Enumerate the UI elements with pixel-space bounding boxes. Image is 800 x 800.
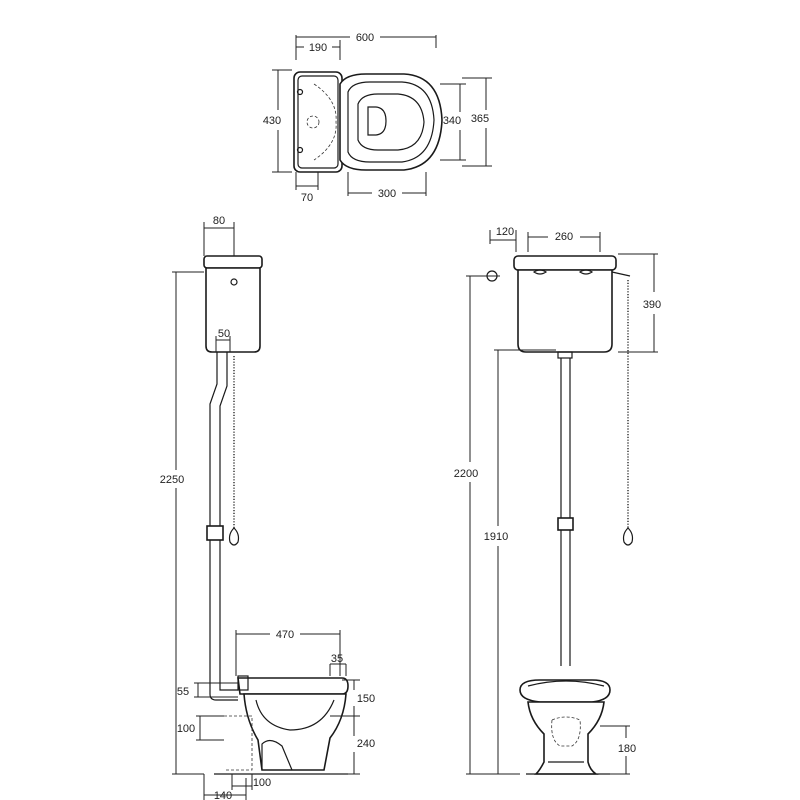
dim-label-600: 600 [356,32,374,44]
dim-label-100-vertical: 100 [177,723,195,735]
pull-handle [228,527,240,546]
dim-label-430: 430 [263,115,281,127]
dim-label-140: 140 [214,790,232,800]
dim-190: 190 [295,40,341,60]
dim-label-35: 35 [331,653,343,665]
dim-label-390: 390 [643,299,661,311]
tank-hole-top [296,88,304,96]
bowl-top-outline [339,73,443,171]
tank-hidden-line [313,83,337,161]
flush-pipe-outer [209,352,238,701]
top-view: 600 190 430 [263,32,492,204]
flush-valve-hidden [306,115,320,129]
front-view: 120 260 390 [454,226,661,775]
dim-label-470: 470 [276,629,294,641]
side-view: 80 50 2250 [160,215,375,800]
bowl-opening-outline [357,93,425,151]
dim-label-340: 340 [443,115,461,127]
dim-120: 120 [489,226,517,252]
pipe-top-fitting [557,351,573,359]
tank-front-detail-left [532,269,548,275]
tank-side-lid [203,255,263,269]
pan-side-body [243,693,347,771]
dim-label-70: 70 [301,192,313,204]
dim-180: 180 [600,725,636,775]
pan-front-hidden-trap [551,716,581,747]
front-pipe-coupling [557,517,574,531]
dim-label-300: 300 [378,188,396,200]
dim-260: 260 [527,231,601,252]
dim-80: 80 [203,215,235,256]
bowl-drain-shape [367,106,387,136]
pan-front-body [527,701,605,775]
tank-front-detail-right [578,269,594,275]
front-pull-handle [622,527,634,546]
pan-side-rim [237,677,349,695]
dim-70: 70 [295,172,319,204]
outlet-hidden-line [224,715,253,771]
dim-label-55: 55 [177,686,189,698]
dim-100-vertical: 100 [177,715,224,741]
tank-front-lid [513,255,617,271]
dim-label-260: 260 [555,231,573,243]
dim-1910: 1910 [484,349,556,774]
pan-front-rim [519,679,611,703]
dim-100-bottom: 100 [231,774,271,790]
dim-label-150: 150 [357,693,375,705]
dim-300: 300 [347,172,427,200]
dim-label-50: 50 [218,328,230,340]
dim-label-120: 120 [496,226,514,238]
tank-side-button [230,278,238,286]
tank-side-body [205,267,261,353]
dim-label-2200: 2200 [454,468,478,480]
dim-340: 340 [440,83,466,161]
pan-front-seat-line [527,680,605,687]
tank-front-body [517,269,613,353]
pan-trap-curve [255,699,335,731]
dim-2200: 2200 [454,275,520,775]
dim-label-365: 365 [471,113,489,125]
dim-label-190: 190 [309,42,327,54]
dim-240: 240 [330,715,375,775]
dim-50: 50 [215,328,231,352]
tank-top-inner [297,75,339,169]
dim-365: 365 [462,77,492,167]
dim-140: 140 [203,774,247,800]
flush-lever [611,271,631,277]
pipe-coupling [206,525,224,541]
dim-55: 55 [177,682,238,698]
dim-600: 600 [295,32,437,48]
tank-hole-bottom [296,146,304,154]
dim-430: 430 [263,69,292,173]
dim-label-100-bottom: 100 [253,777,271,789]
dim-label-1910: 1910 [484,531,508,543]
dim-label-2250: 2250 [160,474,184,486]
dim-2250: 2250 [160,271,204,775]
dim-label-180: 180 [618,743,636,755]
dim-label-80: 80 [213,215,225,227]
dim-label-240: 240 [357,738,375,750]
flush-pipe-inner [219,352,238,691]
dim-470: 470 [235,629,341,676]
seat-top-outline [347,81,435,163]
dim-390: 390 [618,253,661,353]
dim-35: 35 [329,653,347,676]
outlet-curve [261,739,293,771]
